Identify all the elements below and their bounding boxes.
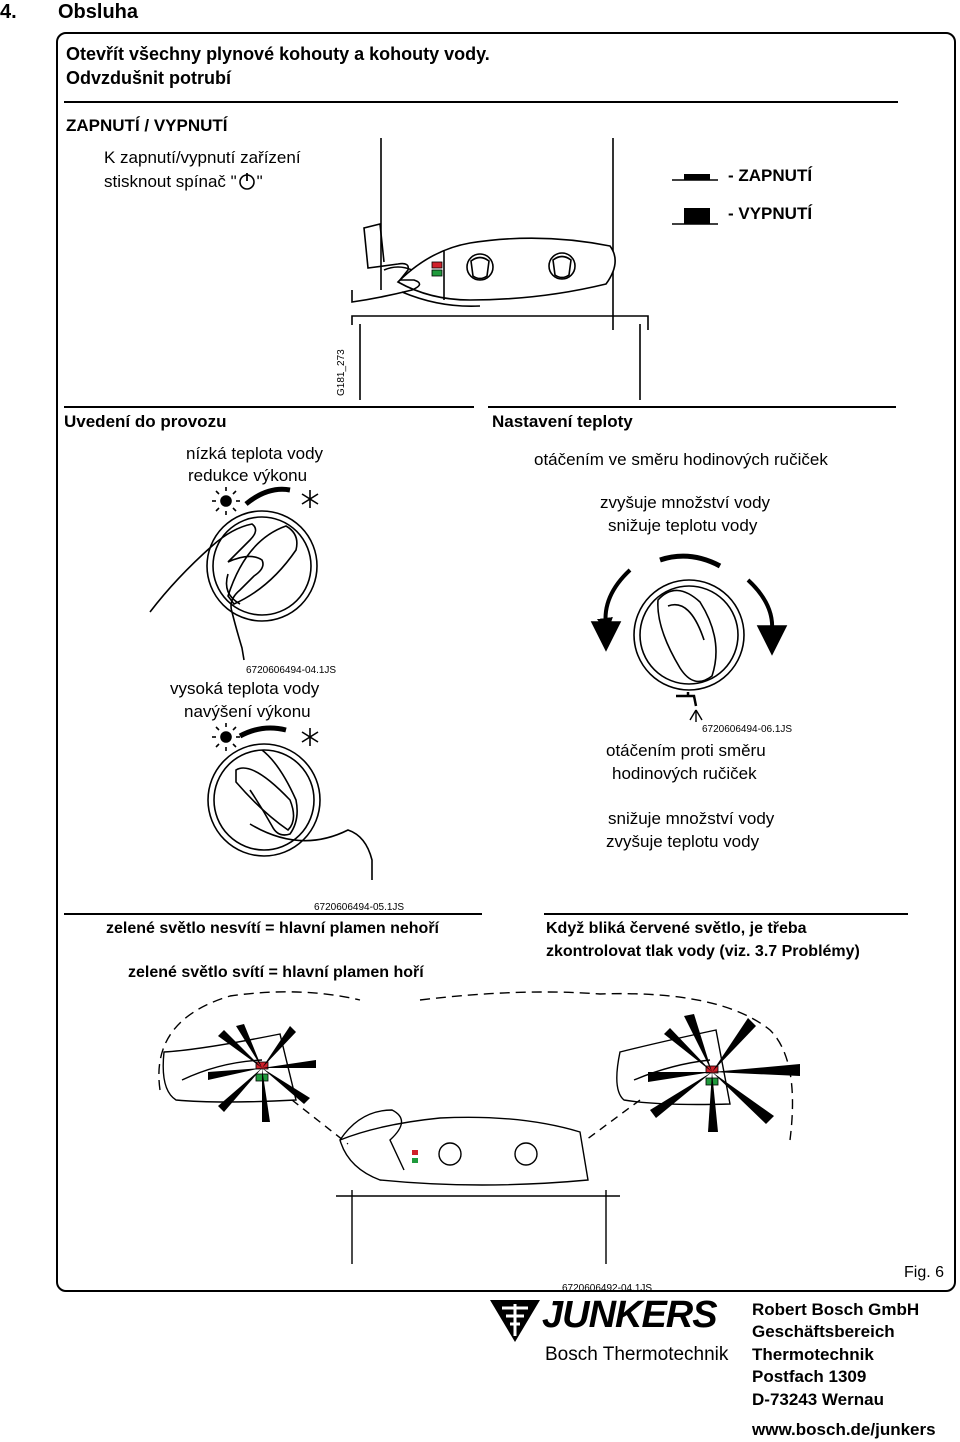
high-temp-knob-illustration <box>207 723 373 880</box>
power-instruction-2-before: stisknout spínač " <box>104 172 237 191</box>
power-on-label: - ZAPNUTÍ <box>728 166 813 185</box>
green-off-text: zelené světlo nesvítí = hlavní plamen ne… <box>106 920 439 937</box>
red-light-rays-icon <box>648 1014 800 1132</box>
boiler-top-illustration <box>351 138 649 400</box>
address-line-3: Thermotechnik <box>752 1345 874 1364</box>
low-temp-line-2: redukce výkonu <box>188 466 308 485</box>
sun-icon <box>212 723 240 751</box>
low-temp-code: 6720606494-04.1JS <box>246 665 337 676</box>
red-blink-line-2: zkontrolovat tlak vody (viz. 3.7 Problém… <box>546 943 860 960</box>
ccw-line-2: hodinových ručiček <box>612 764 757 783</box>
power-instruction-1: K zapnutí/vypnutí zařízení <box>104 148 301 167</box>
ccw-line-1: otáčením proti směru <box>606 741 766 760</box>
switch-on-icon <box>672 174 718 181</box>
junkers-logo-icon <box>490 1298 540 1344</box>
sun-icon <box>212 487 240 515</box>
intro-line-2: Odvzdušnit potrubí <box>66 68 231 88</box>
power-off-label: - VYPNUTÍ <box>728 204 813 223</box>
lights-rule-left <box>64 913 482 915</box>
high-temp-code: 6720606494-05.1JS <box>314 902 405 913</box>
section-number: 4. <box>0 1 17 23</box>
address-line-2: Geschäftsbereich <box>752 1322 895 1341</box>
switch-off-icon <box>672 208 718 225</box>
ccw-effect-2: zvyšuje teplotu vody <box>606 832 760 851</box>
temperature-heading: Nastavení teploty <box>492 412 633 431</box>
ccw-effect-1: snižuje množství vody <box>608 809 775 828</box>
brand-subtitle: Bosch Thermotechnik <box>545 1344 729 1365</box>
lights-rule-right <box>544 913 908 915</box>
intro-rule <box>64 101 898 103</box>
green-on-text: zelené světlo svítí = hlavní plamen hoří <box>128 964 424 981</box>
power-instruction-2-after: " <box>256 172 263 191</box>
commissioning-rule <box>64 406 474 408</box>
cw-line: otáčením ve směru hodinových ručiček <box>534 450 828 469</box>
commissioning-heading: Uvedení do provozu <box>64 412 227 431</box>
lights-illustration <box>158 991 800 1264</box>
figure-frame <box>56 32 956 1292</box>
high-temp-line-2: navýšení výkonu <box>184 702 311 721</box>
address-line-5: D-73243 Wernau <box>752 1390 884 1409</box>
cw-effect-1: zvyšuje množství vody <box>600 493 771 512</box>
address-line-4: Postfach 1309 <box>752 1367 867 1386</box>
cw-effect-2: snižuje teplotu vody <box>608 516 758 535</box>
snowflake-icon <box>301 490 319 508</box>
temperature-rule <box>488 406 896 408</box>
tap-icon <box>676 692 703 722</box>
temperature-code: 6720606494-06.1JS <box>702 724 793 735</box>
lights-code: 6720606492-04.1JS <box>562 1283 653 1294</box>
brand-name: JUNKERS <box>542 1294 718 1336</box>
high-temp-line-1: vysoká teplota vody <box>170 679 320 698</box>
green-light-rays-icon <box>208 1024 316 1122</box>
power-heading: ZAPNUTÍ / VYPNUTÍ <box>66 116 228 135</box>
figure-label: Fig. 6 <box>904 1264 945 1281</box>
intro-line-1: Otevřít všechny plynové kohouty a kohout… <box>66 44 490 64</box>
low-temp-line-1: nízká teplota vody <box>186 444 324 463</box>
snowflake-icon <box>301 728 319 746</box>
power-symbol-icon <box>237 172 257 190</box>
section-title: Obsluha <box>58 1 139 23</box>
website-link[interactable]: www.bosch.de/junkers <box>752 1420 936 1439</box>
temperature-knob-illustration <box>590 553 788 722</box>
address-line-1: Robert Bosch GmbH <box>752 1300 920 1319</box>
red-blink-line-1: Když bliká červené světlo, je třeba <box>546 920 807 937</box>
low-temp-knob-illustration <box>149 486 319 661</box>
power-instruction-2: stisknout spínač " " <box>104 172 263 192</box>
